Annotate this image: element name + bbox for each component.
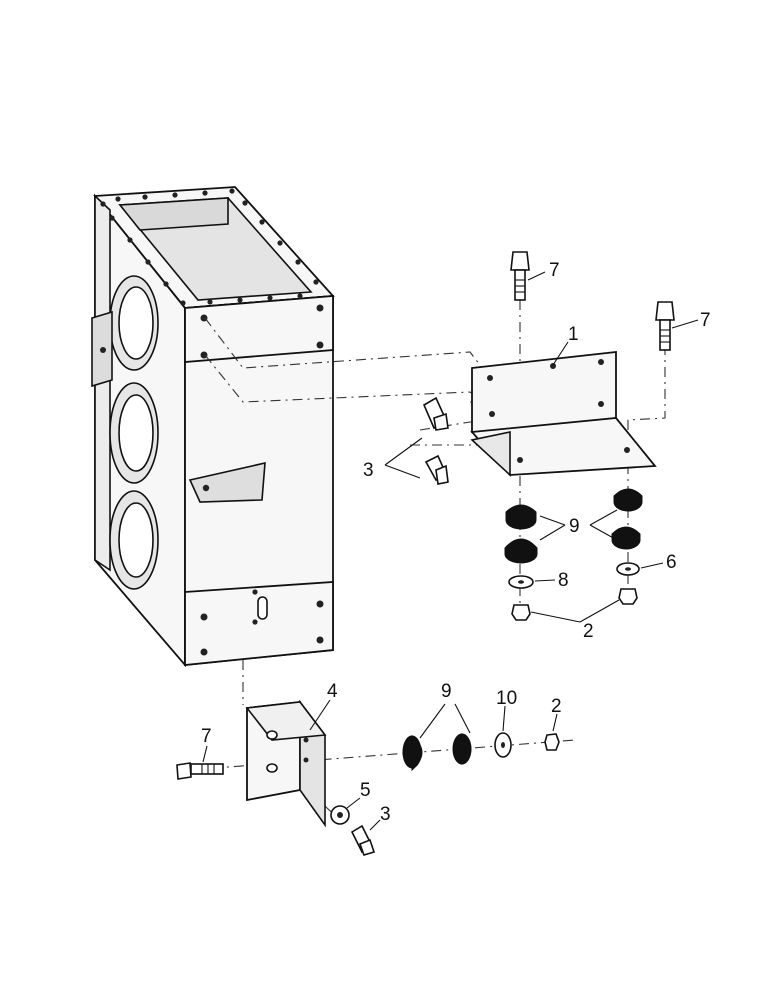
bolt-3-upper-a[interactable] bbox=[422, 396, 449, 431]
callout-1: 1 bbox=[568, 324, 579, 345]
side-bearing-bores bbox=[109, 275, 159, 590]
callout-7-upper-left: 7 bbox=[549, 260, 560, 281]
callout-10: 10 bbox=[496, 688, 517, 709]
callout-3-lower: 3 bbox=[380, 804, 391, 825]
top-flange-holes bbox=[100, 188, 319, 306]
callout-6: 6 bbox=[666, 552, 677, 573]
callout-9-upper: 9 bbox=[569, 516, 580, 537]
callout-4: 4 bbox=[327, 681, 338, 702]
front-mount-hole bbox=[316, 600, 324, 608]
front-lug bbox=[188, 461, 266, 503]
washer-8[interactable] bbox=[508, 575, 534, 589]
nut-2-upper-right[interactable] bbox=[618, 588, 638, 605]
housing-front-flange-bottom bbox=[184, 581, 334, 666]
washer-10[interactable] bbox=[494, 732, 512, 758]
leader-lines bbox=[202, 271, 699, 831]
rubber-mount-lower-left[interactable] bbox=[402, 734, 423, 772]
rubber-mount-upper-right-top[interactable] bbox=[613, 488, 643, 512]
callout-9-lower: 9 bbox=[441, 681, 452, 702]
callout-7-upper-right: 7 bbox=[700, 310, 711, 331]
upper-mounting-bracket[interactable] bbox=[470, 350, 657, 477]
bottom-slot bbox=[257, 596, 268, 620]
callout-5: 5 bbox=[360, 780, 371, 801]
washer-5[interactable] bbox=[330, 805, 350, 825]
rubber-mount-upper-left-bottom[interactable] bbox=[504, 538, 538, 564]
bolt-7-horizontal[interactable] bbox=[176, 762, 224, 780]
front-mount-hole bbox=[316, 636, 324, 644]
bolt-7-vertical-left[interactable] bbox=[510, 251, 530, 301]
callout-2-lower: 2 bbox=[551, 696, 562, 717]
front-mount-hole bbox=[316, 341, 324, 349]
bolt-7-vertical-right[interactable] bbox=[655, 301, 675, 351]
rubber-mount-lower-right[interactable] bbox=[452, 732, 472, 766]
bolt-3-upper-b[interactable] bbox=[424, 454, 449, 485]
washer-6[interactable] bbox=[616, 562, 640, 576]
rubber-mount-upper-left-top[interactable] bbox=[505, 504, 537, 530]
rubber-mount-upper-right-bottom[interactable] bbox=[611, 526, 641, 550]
callout-3-upper: 3 bbox=[363, 460, 374, 481]
gearbox-housing bbox=[91, 186, 335, 668]
callout-8: 8 bbox=[558, 570, 569, 591]
callout-2-upper: 2 bbox=[583, 621, 594, 642]
nut-2-lower[interactable] bbox=[544, 733, 560, 751]
lower-mounting-bracket[interactable] bbox=[245, 699, 327, 828]
nut-2-upper-left[interactable] bbox=[511, 604, 531, 621]
callout-labels: 1 7 7 3 9 8 6 2 4 9 10 2 7 5 3 bbox=[201, 260, 711, 825]
housing-front-flange-top bbox=[184, 295, 334, 363]
front-mount-hole bbox=[200, 648, 208, 656]
front-mount-hole bbox=[316, 304, 324, 312]
front-mount-hole bbox=[200, 613, 208, 621]
callout-7-lower: 7 bbox=[201, 726, 212, 747]
bolt-3-lower[interactable] bbox=[350, 824, 376, 856]
